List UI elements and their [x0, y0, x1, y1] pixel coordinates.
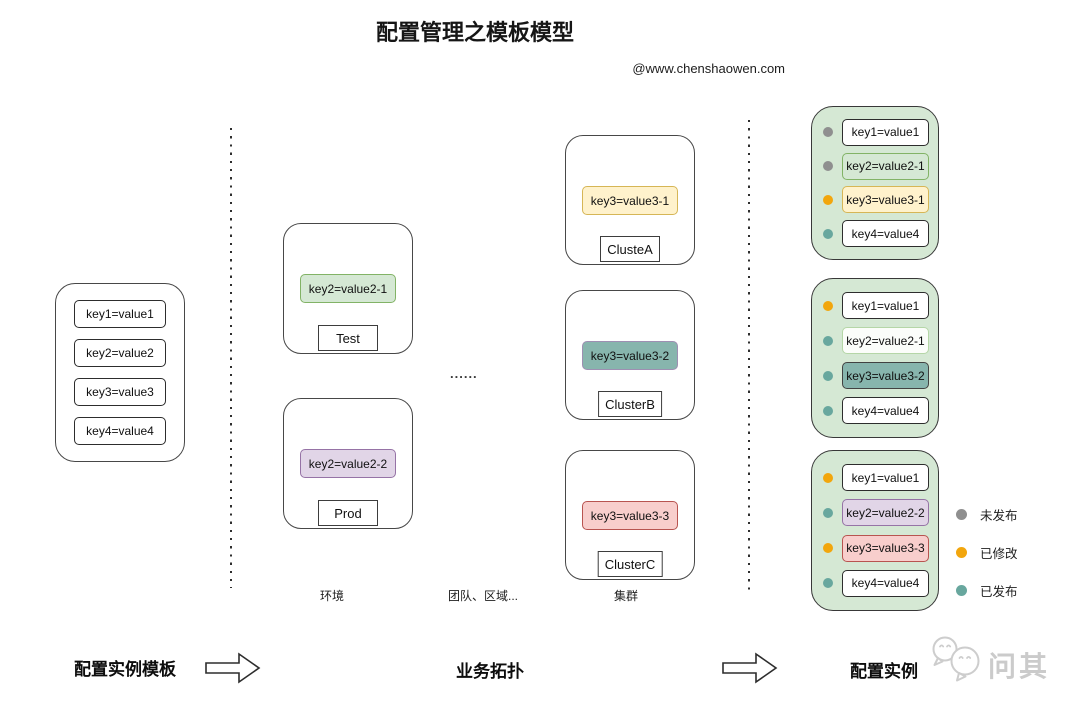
- env-box-test: key2=value2-1 Test: [283, 223, 413, 354]
- status-dot-teal: [823, 335, 833, 346]
- config-instance-box-3: key1=value1 key2=value2-2 key3=value3-3 key…: [811, 450, 939, 611]
- cluster-key-item: key3=value3-2: [582, 341, 678, 370]
- instance-key-item: key3=value3-1: [842, 186, 929, 214]
- instance-key-row: key4=value4: [812, 397, 938, 424]
- template-key-item: key1=value1: [74, 300, 166, 328]
- page-title: 配置管理之模板模型: [375, 20, 574, 45]
- instance-key-item: key2=value2-1: [842, 152, 929, 180]
- config-template-box: key1=value1 key2=value2 key3=value3 key4=va…: [55, 283, 185, 462]
- dotted-divider-left: [230, 128, 232, 588]
- cluster-label: ClusterC: [597, 551, 663, 577]
- instance-key-item: key2=value2-1: [842, 327, 929, 354]
- column-label-env: 环境: [319, 589, 344, 603]
- instance-key-row: key2=value2-1: [812, 327, 938, 354]
- cluster-label: ClusterB: [598, 391, 662, 417]
- config-instance-box-1: key1=value1 key2=value2-1 key3=value3-1 key…: [811, 106, 939, 260]
- status-dot-teal: [823, 370, 833, 381]
- env-label: Prod: [318, 500, 378, 526]
- brand-logo-text: 问其: [988, 651, 1051, 682]
- status-dot-orange: [823, 543, 833, 554]
- flow-label-template: 配置实例模板: [74, 660, 176, 679]
- flow-label-topology: 业务拓扑: [456, 662, 524, 681]
- instance-key-row: key1=value1: [812, 292, 938, 319]
- env-key-item: key2=value2-1: [300, 274, 396, 303]
- instance-key-row: key2=value2-1: [812, 152, 938, 180]
- env-label: Test: [318, 325, 378, 351]
- legend-item: 未发布: [956, 503, 1018, 525]
- legend-dot-orange: [956, 546, 967, 558]
- instance-key-row: key1=value1: [812, 464, 938, 492]
- right-arrow-icon: [204, 651, 262, 690]
- instance-key-row: key1=value1: [812, 118, 938, 146]
- legend-dot-teal: [956, 584, 967, 596]
- status-dot-gray: [823, 161, 833, 172]
- instance-key-item: key1=value1: [842, 292, 929, 319]
- status-dot-teal: [823, 578, 833, 589]
- legend-label: 已发布: [980, 584, 1018, 599]
- instance-key-item: key3=value3-3: [842, 534, 929, 562]
- status-dot-teal: [823, 405, 833, 416]
- cluster-key-item: key3=value3-1: [582, 186, 678, 215]
- status-dot-teal: [823, 507, 833, 518]
- env-key-item: key2=value2-2: [300, 449, 396, 478]
- instance-key-row: key3=value3-2: [812, 362, 938, 389]
- status-dot-gray: [823, 127, 833, 138]
- instance-key-row: key4=value4: [812, 220, 938, 248]
- env-box-prod: key2=value2-2 Prod: [283, 398, 413, 529]
- status-dot-orange: [823, 300, 833, 311]
- legend-item: 已修改: [956, 541, 1018, 563]
- template-key-item: key4=value4: [74, 417, 166, 445]
- legend: 未发布已修改已发布: [956, 503, 1018, 601]
- cluster-box-a: key3=value3-1 ClusteA: [565, 135, 695, 265]
- cluster-box-c: key3=value3-3 ClusterC: [565, 450, 695, 580]
- cluster-key-item: key3=value3-3: [582, 501, 678, 530]
- instance-key-item: key4=value4: [842, 569, 929, 597]
- dotted-divider-right: [748, 120, 750, 595]
- instance-key-item: key2=value2-2: [842, 499, 929, 527]
- instance-key-item: key1=value1: [842, 118, 929, 146]
- template-key-item: key3=value3: [74, 378, 166, 406]
- status-dot-orange: [823, 194, 833, 205]
- flow-label-instance: 配置实例: [850, 662, 918, 681]
- legend-label: 已修改: [980, 546, 1018, 561]
- status-dot-teal: [823, 228, 833, 239]
- instance-key-row: key2=value2-2: [812, 499, 938, 527]
- config-instance-box-2: key1=value1 key2=value2-1 key3=value3-2 key…: [811, 278, 939, 438]
- instance-key-item: key1=value1: [842, 464, 929, 492]
- instance-key-item: key3=value3-2: [842, 362, 929, 389]
- instance-key-row: key3=value3-1: [812, 186, 938, 214]
- instance-key-row: key4=value4: [812, 569, 938, 597]
- instance-key-row: key3=value3-3: [812, 534, 938, 562]
- watermark-text: @www.chenshaowen.com: [632, 61, 785, 76]
- cluster-label: ClusteA: [600, 236, 660, 262]
- template-key-item: key2=value2: [74, 339, 166, 367]
- instance-key-item: key4=value4: [842, 220, 929, 248]
- wechat-bubbles-icon: [928, 632, 986, 697]
- legend-dot-gray: [956, 508, 967, 520]
- status-dot-orange: [823, 472, 833, 483]
- column-label-cluster: 集群: [613, 589, 638, 603]
- ellipsis-more: ......: [450, 366, 478, 381]
- instance-key-item: key4=value4: [842, 397, 929, 424]
- legend-label: 未发布: [980, 508, 1018, 523]
- column-label-team: 团队、区域...: [447, 589, 518, 603]
- right-arrow-icon: [721, 651, 779, 690]
- legend-item: 已发布: [956, 579, 1018, 601]
- cluster-box-b: key3=value3-2 ClusterB: [565, 290, 695, 420]
